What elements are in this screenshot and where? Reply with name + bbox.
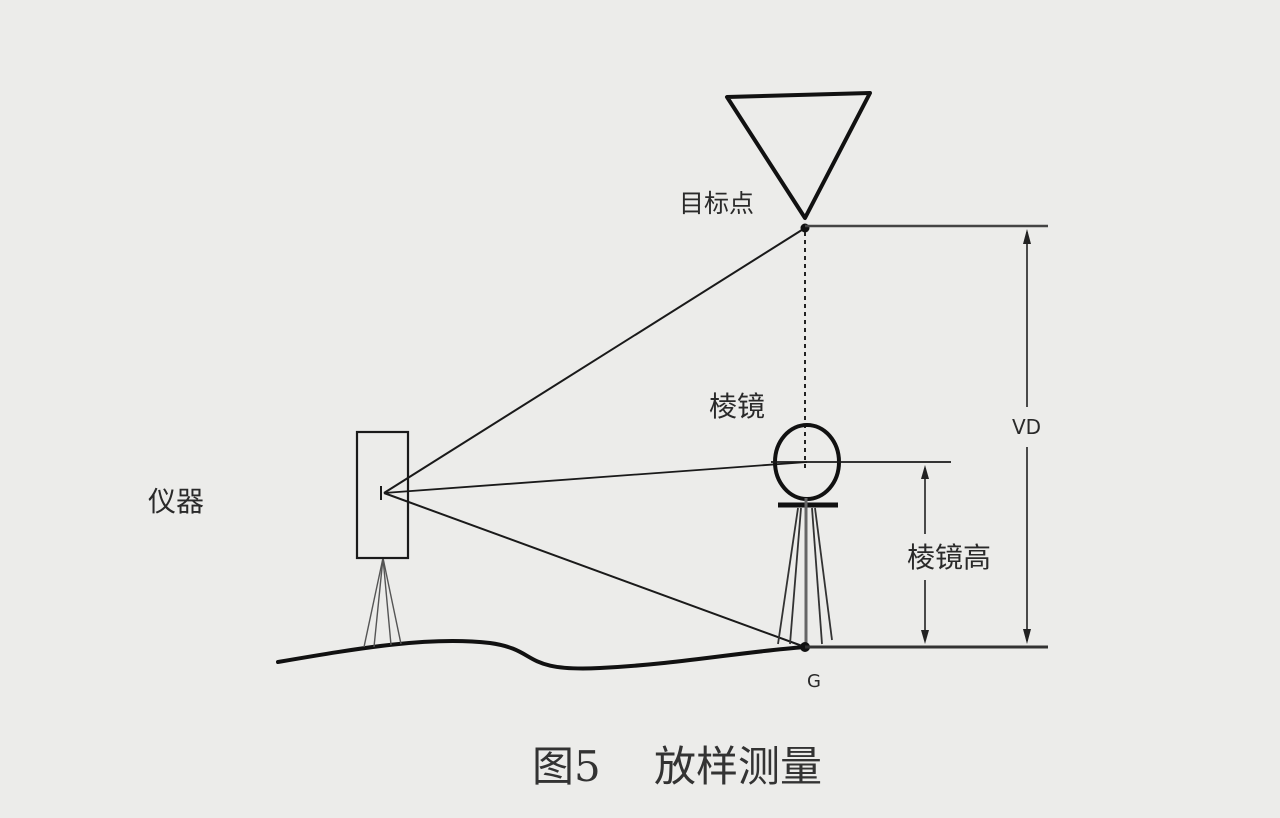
instrument-label: 仪器 [148,485,204,518]
vd-label: VD [1012,415,1041,439]
figure-number: 图5 [532,742,601,791]
vd-dimension [1023,229,1031,644]
sight-line-ground [383,492,806,648]
prism-tripod [777,507,833,645]
target-marker-triangle [725,91,872,220]
instrument-box [355,430,410,560]
instrument-tripod [363,557,402,648]
sight-line-target [383,227,806,494]
sight-line-prism [383,461,808,494]
prism-height-dimension [921,465,929,644]
figure-title: 放样测量 [654,742,822,791]
prism-height-label: 棱镜高 [907,541,991,574]
ground-line [276,638,807,671]
prism-label: 棱镜 [709,390,765,423]
ground-point-label: G [807,671,821,692]
target-point-label: 目标点 [679,189,754,218]
